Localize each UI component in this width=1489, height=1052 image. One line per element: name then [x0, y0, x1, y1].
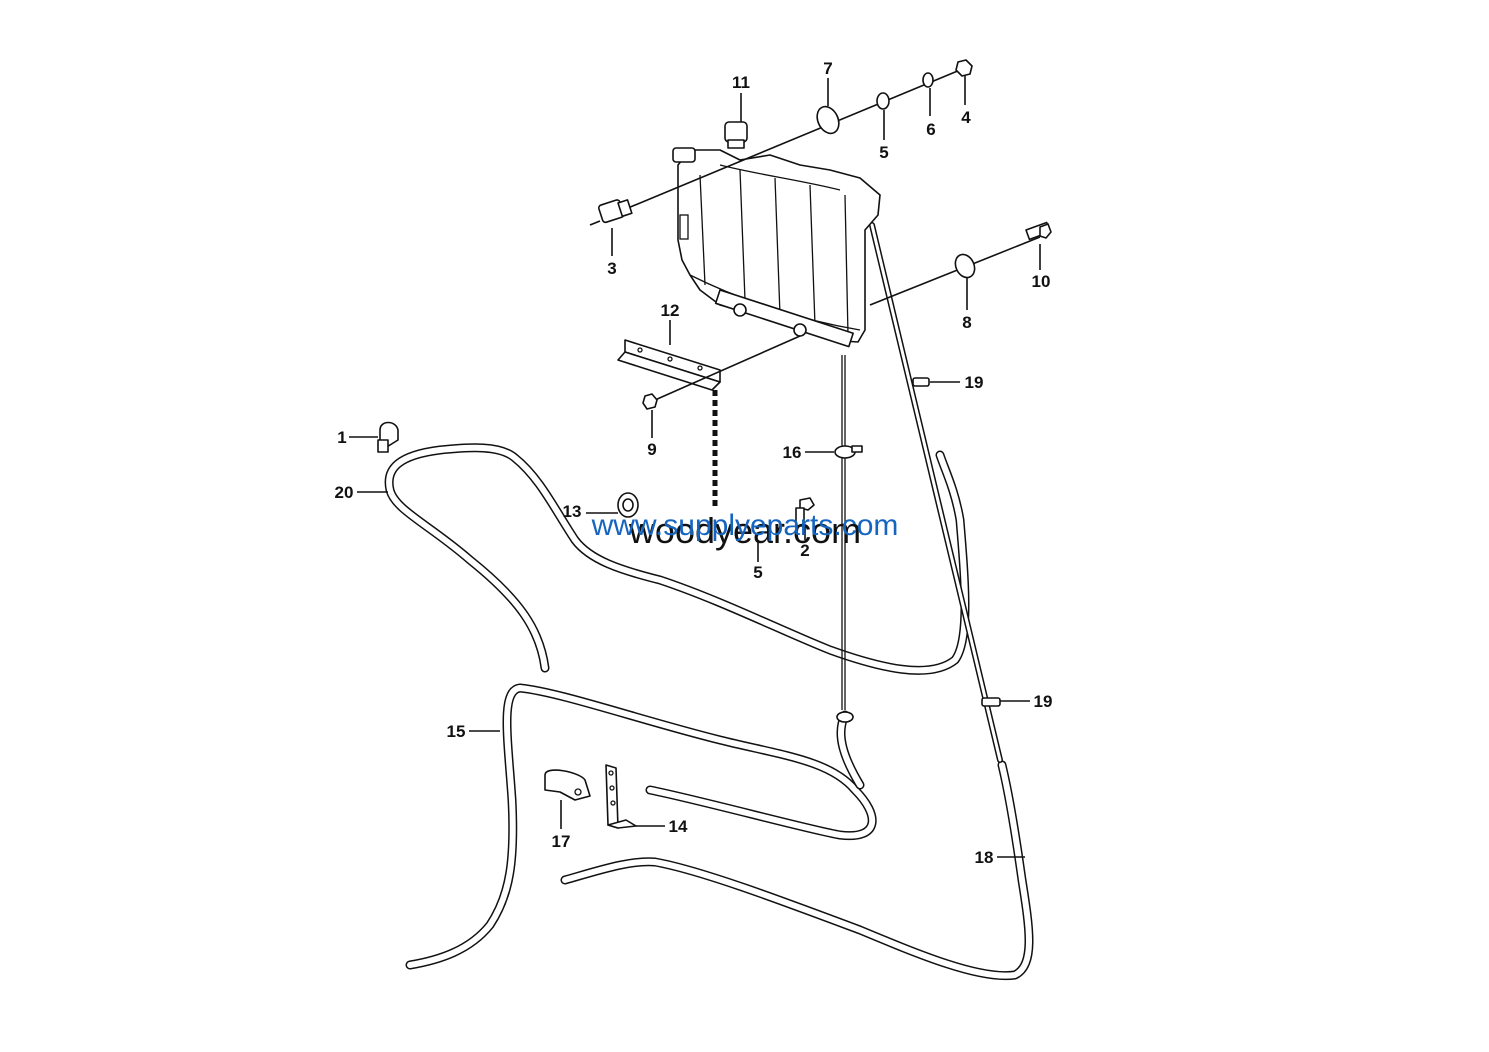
callout-13: 13 [563, 502, 582, 521]
callout-8: 8 [962, 313, 971, 332]
callout-10: 10 [1032, 272, 1051, 291]
clamp-19-lower [981, 697, 1001, 707]
washer-6 [922, 72, 934, 88]
bracket-axis [654, 335, 801, 401]
callout-18: 18 [975, 848, 994, 867]
grommet-13 [617, 492, 639, 518]
bracket-14 [605, 764, 637, 829]
callout-5-upper: 5 [879, 143, 888, 162]
watermark-blue: www.supplyeparts.com [591, 509, 899, 542]
mount-3 [589, 199, 633, 226]
callout-20: 20 [335, 483, 354, 502]
cap-11 [724, 121, 748, 149]
callout-3: 3 [607, 259, 616, 278]
mount-axis-lower [869, 236, 1041, 306]
callout-15: 15 [447, 722, 466, 741]
leader-lines [349, 76, 1041, 858]
bolt-2 [795, 497, 815, 527]
callout-5-lower: 5 [753, 563, 762, 582]
callout-1: 1 [337, 428, 346, 447]
watermark-black: woodyear.com [628, 510, 861, 551]
callout-11: 11 [732, 73, 750, 92]
nut-9 [642, 393, 658, 410]
callout-7: 7 [823, 59, 832, 78]
callout-6: 6 [926, 120, 935, 139]
clamp-16 [834, 445, 863, 459]
bracket-12 [617, 339, 721, 391]
clip-1 [377, 421, 399, 453]
nut-4 [955, 59, 973, 77]
clamp-17 [544, 769, 591, 801]
callout-9: 9 [647, 440, 656, 459]
hose-15 [405, 683, 877, 970]
expansion-tank [672, 147, 881, 348]
callout-4: 4 [961, 108, 971, 127]
washer-7 [816, 105, 840, 135]
callouts: 11 7 5 6 4 3 10 8 12 9 1 20 19 16 13 2 5… [335, 59, 1053, 867]
bolt-10 [1025, 221, 1052, 241]
drain-line [841, 355, 846, 710]
washer-8 [954, 253, 976, 279]
washer-5-upper [876, 92, 890, 110]
hose-20 [384, 443, 970, 675]
callout-12: 12 [661, 301, 680, 320]
vent-tube [869, 222, 1003, 763]
callout-19-lower: 19 [1034, 692, 1053, 711]
mount-axis-upper [627, 69, 961, 209]
callout-17: 17 [552, 832, 571, 851]
hose-18 [560, 760, 1034, 981]
callout-19-upper: 19 [965, 373, 984, 392]
clamp-19-upper [912, 377, 930, 387]
callout-16: 16 [783, 443, 802, 462]
callout-2: 2 [800, 541, 809, 560]
callout-14: 14 [669, 817, 688, 836]
